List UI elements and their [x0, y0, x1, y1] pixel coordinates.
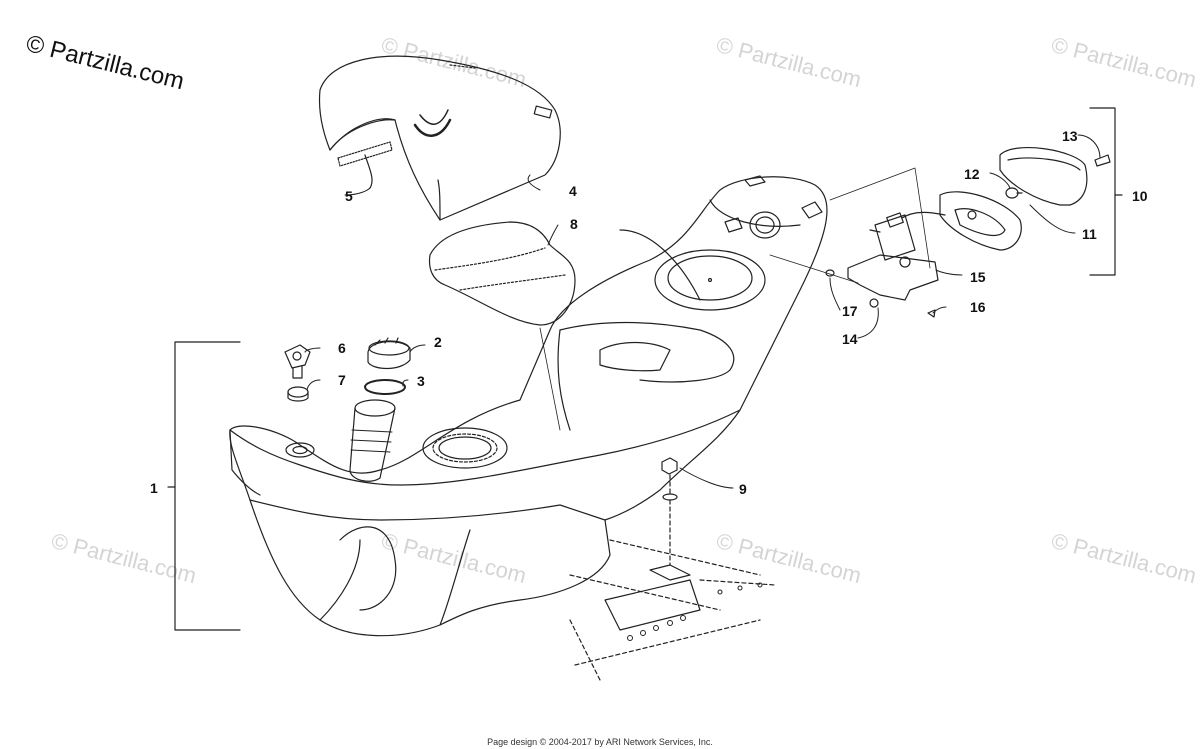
guide-lines [540, 168, 930, 430]
tank-fastener [662, 458, 677, 500]
filler-neck [286, 400, 395, 481]
callout-5: 5 [345, 188, 353, 204]
callout-13: 13 [1062, 128, 1078, 144]
fuel-tank [230, 176, 827, 636]
callout-17: 17 [842, 303, 858, 319]
callout-4: 4 [569, 183, 577, 199]
tail-light-bulb [1006, 188, 1022, 198]
bracket-holes [628, 583, 763, 641]
callout-16: 16 [970, 299, 986, 315]
page-footer: Page design © 2004-2017 by ARI Network S… [487, 737, 713, 747]
callout-12: 12 [964, 166, 980, 182]
fuel-valve [285, 345, 310, 378]
fuel-cap [368, 338, 410, 369]
callout-9: 9 [739, 481, 747, 497]
o-ring [365, 380, 405, 394]
callout-1: 1 [150, 480, 158, 496]
grommet [288, 387, 308, 401]
fuel-pump-ring [423, 428, 507, 468]
callout-7: 7 [338, 372, 346, 388]
callout-14: 14 [842, 331, 858, 347]
leader-lines [305, 135, 1100, 488]
callout-8: 8 [570, 216, 578, 232]
callout-6: 6 [338, 340, 346, 356]
group-bracket-1 [168, 342, 240, 630]
callout-15: 15 [970, 269, 986, 285]
seat-cover [319, 56, 560, 220]
license-bracket [848, 215, 938, 300]
mount-bracket [570, 500, 775, 680]
tail-light-housing [940, 192, 1021, 250]
callout-2: 2 [434, 334, 442, 350]
group-bracket-10 [1090, 108, 1122, 275]
tail-light-lens [1000, 148, 1110, 205]
wire-harness [887, 212, 945, 227]
callout-11: 11 [1082, 226, 1097, 242]
seat-foam [430, 222, 575, 325]
callout-3: 3 [417, 373, 425, 389]
callout-10: 10 [1132, 188, 1148, 204]
seat-strip [338, 142, 392, 188]
